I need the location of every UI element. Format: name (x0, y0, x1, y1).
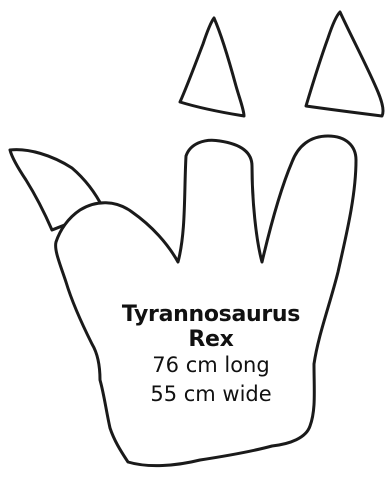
species-name-line-1: Tyrannosaurus (96, 300, 326, 329)
middle-claw (180, 18, 244, 116)
footprint-width: 55 cm wide (96, 380, 326, 409)
footprint-label: Tyrannosaurus Rex 76 cm long 55 cm wide (96, 300, 326, 409)
right-claw (306, 12, 383, 116)
footprint-length: 76 cm long (96, 351, 326, 380)
species-name-line-2: Rex (96, 329, 326, 351)
